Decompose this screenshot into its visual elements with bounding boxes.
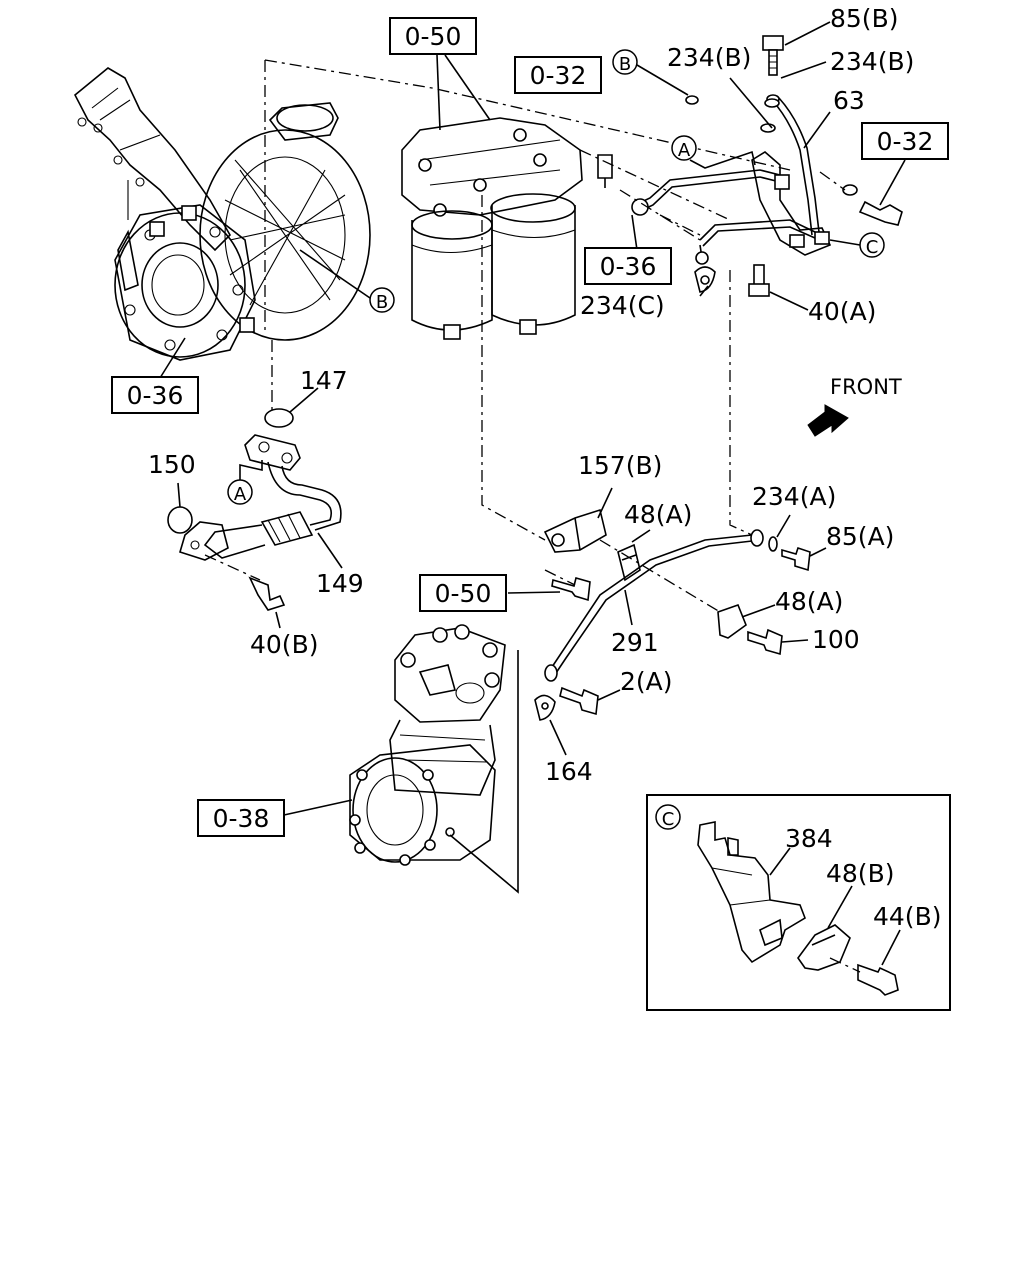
bolt-right: [858, 200, 903, 226]
label-234c: 234(C): [580, 291, 665, 320]
label-164: 164: [545, 757, 593, 786]
bolt-44b: [857, 963, 899, 996]
pipe-149: [179, 434, 342, 561]
clamp-48a-lower: [717, 603, 747, 639]
label-157b: 157(B): [578, 451, 662, 480]
bolt-40a: [748, 264, 770, 297]
label-44b: 44(B): [873, 902, 941, 931]
label-48b: 48(B): [826, 859, 894, 888]
marker-c-detail: C: [662, 809, 675, 830]
marker-b-top: B: [619, 54, 631, 75]
label-234a: 234(A): [752, 482, 836, 511]
label-234b-right: 234(B): [830, 47, 914, 76]
label-40a: 40(A): [808, 297, 876, 326]
marker-a-top: A: [678, 140, 691, 161]
o-ring-147: [264, 408, 294, 428]
label-234b-left: 234(B): [667, 43, 751, 72]
clamp-48b: [797, 924, 851, 971]
label-149: 149: [316, 569, 364, 598]
washer-234a: [768, 536, 778, 552]
bracket-384: [697, 821, 806, 964]
bracket-c-assembly: [751, 151, 832, 256]
washer-234b: [764, 98, 780, 108]
label-63: 63: [833, 86, 865, 115]
o-ring-150: [167, 506, 193, 534]
ref-0-50-top: 0-50: [405, 22, 462, 51]
washer-right: [842, 184, 858, 196]
ref-0-32-left: 0-32: [530, 61, 587, 90]
fuel-filter-assembly: [401, 117, 613, 340]
marker-b-turbo: B: [376, 292, 388, 313]
ref-0-32-right: 0-32: [877, 127, 934, 156]
label-40b: 40(B): [250, 630, 318, 659]
pipe-291: [544, 529, 764, 682]
marker-a-pipe: A: [234, 484, 247, 505]
label-147: 147: [300, 366, 348, 395]
bracket-157b: [543, 508, 607, 553]
label-384: 384: [785, 824, 833, 853]
air-compressor: [349, 624, 506, 866]
leader: [444, 54, 491, 121]
label-291: 291: [611, 628, 659, 657]
leader: [436, 54, 441, 131]
bolt-85b: [762, 35, 784, 76]
front-arrow-icon: [807, 404, 849, 437]
label-48a-lower: 48(A): [775, 587, 843, 616]
label-85a: 85(A): [826, 522, 894, 551]
turbocharger: [73, 67, 371, 361]
ref-0-36-left: 0-36: [127, 381, 184, 410]
label-150: 150: [148, 450, 196, 479]
label-100: 100: [812, 625, 860, 654]
label-2a: 2(A): [620, 667, 673, 696]
bolt-85a: [781, 546, 811, 572]
washer-234b-lower: [760, 123, 776, 133]
label-85b: 85(B): [830, 4, 898, 33]
bolt-2a: [559, 686, 599, 716]
ref-0-36-mid: 0-36: [600, 252, 657, 281]
bolt-40b: [204, 554, 286, 611]
bolt-100: [747, 628, 783, 656]
label-front: FRONT: [830, 375, 902, 399]
ref-0-50-mid: 0-50: [435, 579, 492, 608]
clip-164: [534, 694, 556, 721]
washer-234b-left: [685, 95, 699, 105]
ref-0-38: 0-38: [213, 804, 270, 833]
detail-c-box: [646, 794, 951, 1011]
label-48a-upper: 48(A): [624, 500, 692, 529]
oil-pipe-63: [631, 94, 820, 265]
bolt-0-50: [551, 577, 591, 602]
marker-c-bracket: C: [866, 237, 879, 258]
